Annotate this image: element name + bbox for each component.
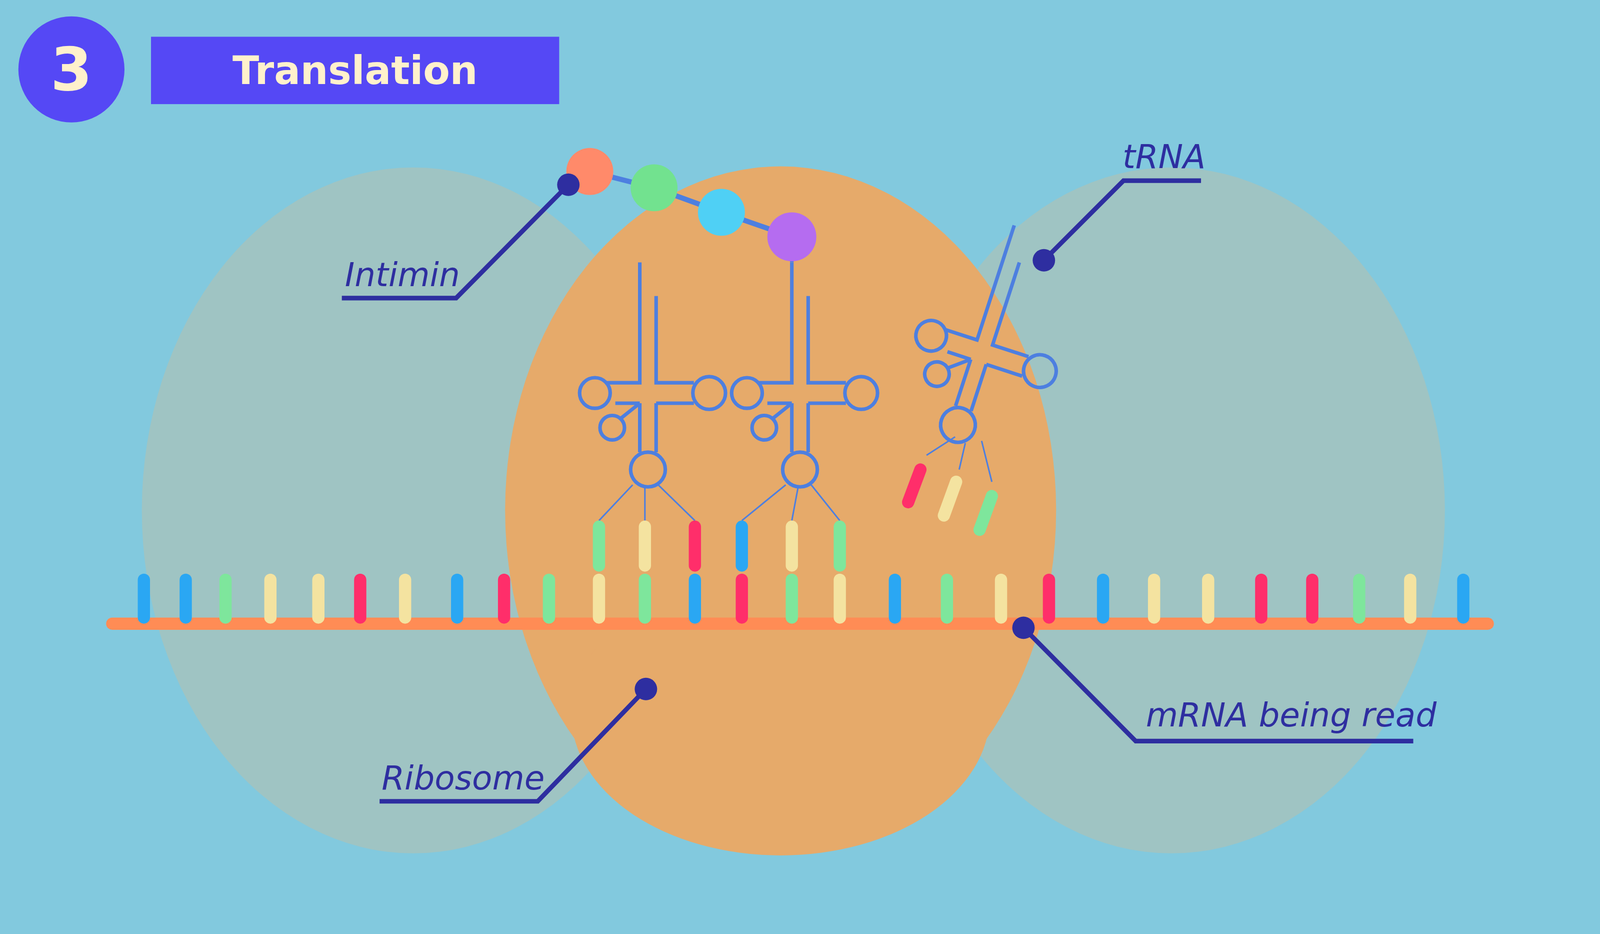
- nucleotide-base: [179, 579, 192, 617]
- nucleotide-base: [312, 579, 324, 617]
- step-badge: 3: [18, 16, 125, 123]
- nucleotide-base: [138, 579, 150, 617]
- nucleotide-base: [1148, 579, 1160, 617]
- nucleotide-base: [785, 579, 798, 617]
- nucleotide-base: [264, 579, 277, 617]
- nucleotide-base: [941, 579, 953, 617]
- nucleotide-base: [219, 579, 232, 617]
- callout-label: mRNA being read: [1146, 698, 1437, 732]
- nucleotide-base: [1353, 579, 1365, 617]
- nucleotide-base: [1202, 579, 1214, 617]
- callout-label: tRNA: [1122, 140, 1206, 174]
- nucleotide-base: [689, 579, 701, 617]
- nucleotide-base: [1097, 579, 1109, 617]
- nucleotide-base: [1457, 579, 1469, 617]
- callout-label: Ribosome: [381, 761, 545, 795]
- nucleotide-base: [1404, 579, 1416, 617]
- nucleotide-base: [1043, 579, 1055, 617]
- nucleotide-base: [354, 579, 366, 617]
- callout-label: Intimin: [345, 258, 460, 292]
- nucleotide-base: [833, 579, 846, 617]
- nucleotide-base: [1255, 579, 1267, 617]
- nucleotide-base: [498, 579, 510, 617]
- nucleotide-base: [639, 579, 651, 617]
- step-number: 3: [50, 39, 93, 100]
- nucleotide-base: [593, 579, 605, 617]
- nucleotide-base: [995, 579, 1007, 617]
- nucleotide-base: [543, 579, 555, 617]
- nucleotide-base: [1306, 579, 1318, 617]
- nucleotide-base: [735, 579, 748, 617]
- nucleotide-base: [399, 579, 411, 617]
- nucleotide-base: [889, 579, 901, 617]
- nucleotide-base: [451, 579, 463, 617]
- title-text: Translation: [232, 51, 478, 90]
